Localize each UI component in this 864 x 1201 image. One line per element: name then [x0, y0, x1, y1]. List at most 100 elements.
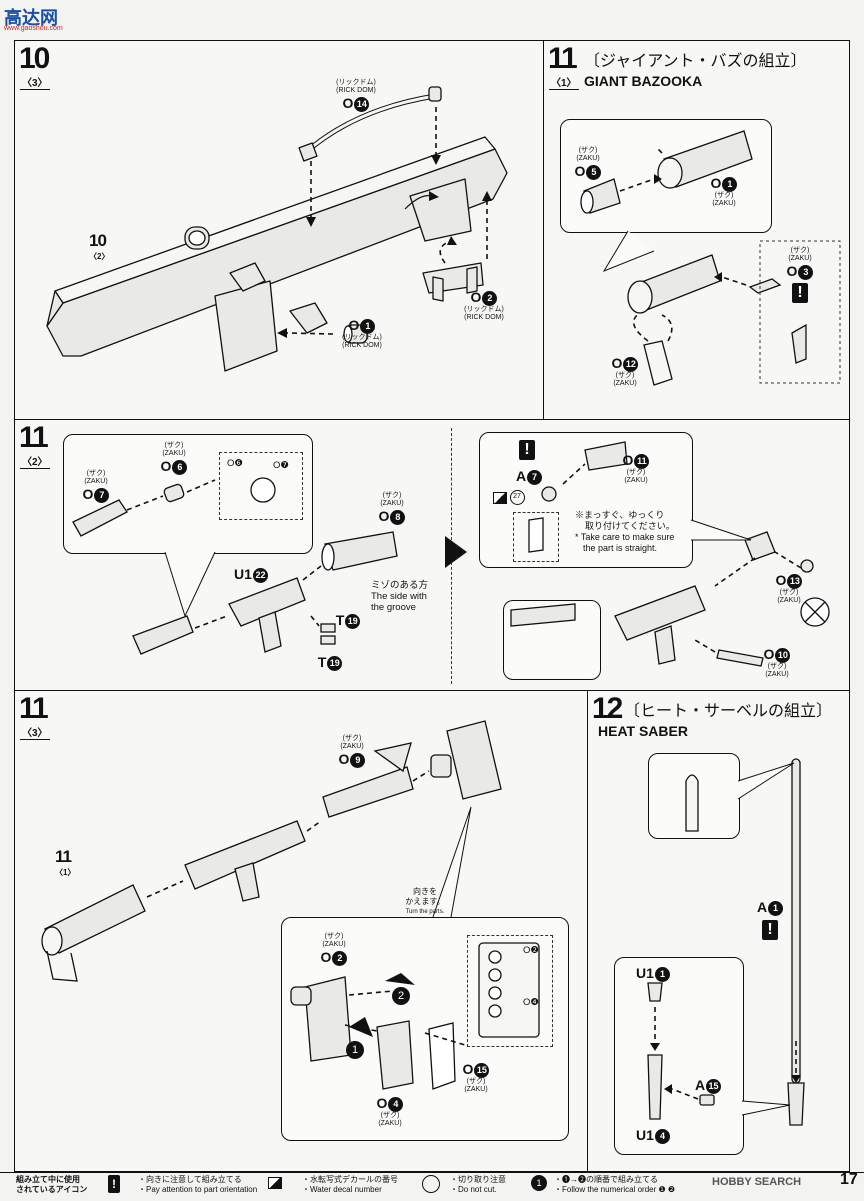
faction-en: (ZAKU): [624, 476, 648, 484]
heat-saber-illustration: [647, 758, 805, 1126]
runner-letter: A: [694, 1077, 706, 1093]
runner-letter: O: [338, 751, 350, 767]
part-number-badge: 15: [706, 1078, 722, 1094]
faction-jp: (ザク): [626, 468, 646, 476]
step-sub: 〈1〉: [549, 74, 579, 90]
step-number: 10: [19, 42, 50, 75]
part-detail-box: [513, 512, 559, 562]
decal-number: 27: [509, 490, 525, 505]
section-title-en: GIANT BAZOOKA: [584, 73, 703, 89]
part-number-badge: 5: [586, 164, 602, 180]
faction-jp: (リックドム): [464, 305, 504, 313]
bazooka-rear-illustration: [580, 130, 841, 386]
faction-en: (ZAKU): [84, 478, 108, 485]
step-number: 11: [19, 421, 49, 454]
faction-jp: (ザク): [324, 933, 344, 940]
groove-note-jp: ミゾのある方: [371, 580, 429, 591]
part-detail-box: [467, 935, 553, 1047]
legend-orientation-jp: ・向きに注意して組み立てる: [138, 1175, 242, 1184]
runner-letter: U1: [636, 1127, 654, 1143]
runner-letter: T: [335, 612, 345, 628]
step-number: 11: [19, 692, 49, 725]
part-number-badge: 1: [768, 900, 784, 916]
faction-en: (ZAKU): [322, 941, 346, 948]
part-number-badge: 7: [527, 469, 543, 485]
step-11-3-panel: 11 〈3〉 11 〈1〉: [14, 690, 588, 1172]
runner-letter: O: [574, 163, 586, 179]
part-number-badge: 22: [252, 567, 268, 583]
runner-letter: T: [317, 654, 327, 670]
caution-icon: !: [108, 1175, 120, 1193]
order-step-2: 2: [391, 987, 410, 1005]
groove-note: ミゾのある方 The side with the groove: [371, 580, 428, 613]
faction-en: (ZAKU): [613, 379, 637, 387]
faction-jp: (ザク): [615, 371, 635, 379]
legend-nocut-en: ・Do not cut.: [450, 1185, 497, 1194]
runner-letter: O: [775, 572, 787, 588]
faction-jp: (ザク): [466, 1077, 486, 1085]
step-10-3-panel: 10 〈3〉 10 〈2〉: [14, 40, 544, 420]
part-number-badge: 3: [798, 264, 814, 280]
faction-jp: (ザク): [164, 442, 184, 449]
straight-note-jp-2: 取り付けてください。: [585, 521, 675, 531]
part-number-badge: 10: [775, 647, 791, 663]
bazooka-assembly-illustration: [41, 720, 540, 1090]
faction-jp: (ザク): [790, 247, 810, 254]
runner-letter: U1: [234, 566, 252, 582]
caution-icon: !: [762, 919, 778, 940]
order-icon: 1: [531, 1175, 547, 1191]
faction-en: (ZAKU): [380, 500, 404, 507]
part-number-badge: 6: [172, 459, 188, 475]
runner-letter: O: [763, 646, 775, 662]
turn-note-jp-1: 向きを: [413, 887, 437, 896]
runner-letter: O: [348, 317, 360, 333]
legend-order-jp: ・❶→❷の順番で組み立てる: [554, 1175, 658, 1184]
faction-en: (RICK DOM): [342, 341, 382, 349]
part-number-badge: 11: [634, 453, 650, 469]
ref-step-sub: 〈2〉: [89, 252, 110, 261]
part-number-badge: 9: [350, 752, 366, 768]
faction-en: (ZAKU): [162, 450, 186, 457]
ref-step-10-2: 10 〈2〉: [89, 231, 109, 262]
faction-en: (ZAKU): [777, 596, 801, 604]
faction-en: (ZAKU): [765, 670, 789, 678]
legend-decal: ・水転写式デカールの番号 ・Water decal number: [268, 1175, 414, 1195]
runner-letter: O: [320, 949, 332, 965]
ref-step-number: 10: [89, 231, 107, 250]
detail-label-o4: O❹: [523, 997, 539, 1008]
bazooka-grip-illustration: [72, 441, 830, 667]
part-detail-box: [219, 452, 303, 520]
part-number-badge: 14: [354, 96, 370, 112]
site-logo: 高达网 www.gaoshou.com: [4, 4, 68, 34]
straight-note-en-2: the part is straight.: [583, 543, 658, 553]
turn-note: 向きを かえます。 Turn the parts.: [395, 887, 455, 917]
faction-en: (ZAKU): [464, 1085, 488, 1093]
groove-note-en-1: The side with: [371, 591, 427, 602]
ref-step-sub: 〈1〉: [55, 868, 76, 877]
step-sub: 〈2〉: [20, 453, 50, 469]
faction-en: (ZAKU): [576, 155, 600, 162]
turn-note-jp-2: かえます。: [405, 897, 445, 906]
runner-letter: O: [378, 508, 390, 524]
faction-jp: (ザク): [382, 492, 402, 499]
